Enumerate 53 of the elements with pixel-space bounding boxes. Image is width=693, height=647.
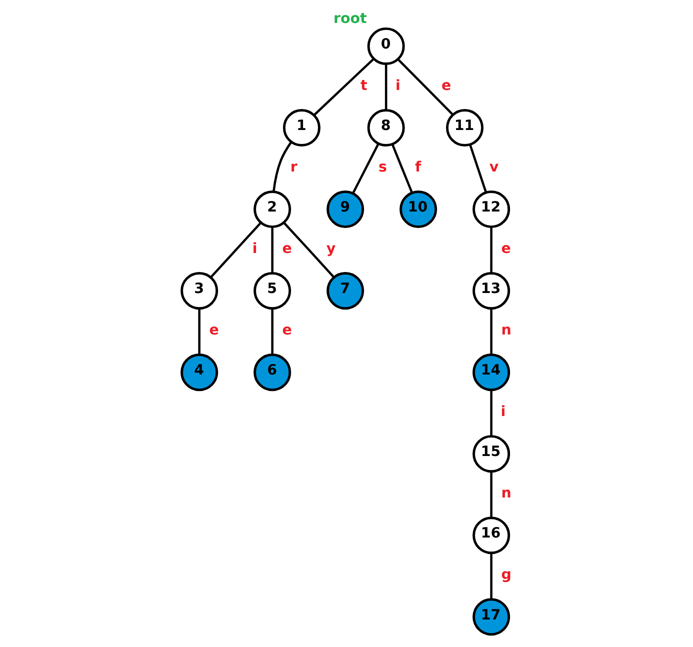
node-circle: 17 [472,598,510,636]
edge-label: e [209,322,219,338]
edge-label: e [282,322,292,338]
node-circle: 2 [254,190,292,228]
node-circle: 10 [400,190,438,228]
connector [313,58,374,116]
node-circle: 6 [254,354,292,392]
edge-label: y [326,240,336,257]
edge-label: i [252,240,258,257]
edge-label: e [501,240,511,257]
edge-label: t [360,78,368,94]
connector [397,58,454,116]
node-circle: 16 [472,516,510,554]
connector [391,144,413,194]
edge-label: i [500,404,506,420]
connector [490,553,492,600]
node-circle: 0 [367,27,405,65]
node-circle: 14 [472,354,510,392]
connector [352,143,380,194]
connector [282,222,335,278]
node-circle: 4 [180,354,218,392]
node-circle: 1 [282,108,320,147]
edge-label: i [396,78,400,94]
node-circle: 7 [326,272,364,310]
edge-label: e [442,78,452,94]
node-circle: 12 [472,190,510,228]
connector [384,64,388,110]
connector [490,472,492,518]
node-circle: 5 [254,272,292,310]
connector [271,308,274,355]
edge-label: e [282,240,292,257]
edge-label: v [489,159,499,176]
node-circle: 11 [446,108,484,147]
edge-label: s [378,159,387,176]
connector [271,227,274,274]
edge-label: f [414,159,422,176]
node-circle: 8 [367,108,405,147]
edge-label: n [501,322,512,338]
edge-label: g [501,566,512,583]
node-label: root [333,10,367,27]
node-circle: 15 [472,435,510,473]
edge-label: r [290,159,298,176]
node-circle: 9 [326,190,364,228]
connector [469,144,488,193]
connector [272,141,292,192]
connector [490,390,492,436]
connector [198,308,200,355]
node-circle: 13 [472,272,510,310]
connector [210,222,262,278]
connector [490,308,492,355]
edge-label: n [501,485,512,502]
node-circle: 3 [180,272,218,310]
connector [490,227,492,274]
